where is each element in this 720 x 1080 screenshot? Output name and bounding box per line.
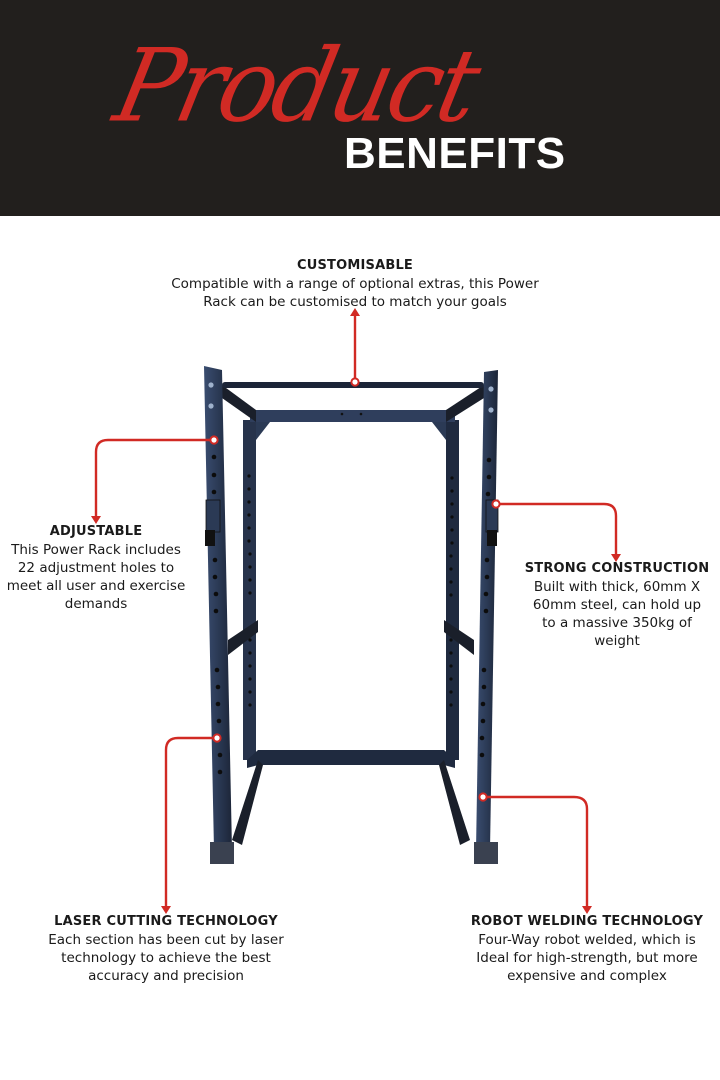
callout-customisable: CUSTOMISABLE Compatible with a range of … (150, 257, 560, 311)
callout-text: to a massive 350kg of (542, 615, 692, 631)
callout-text: 60mm steel, can hold up (532, 597, 702, 613)
callout-text: Each section has been cut by laser (48, 932, 284, 948)
callout-text: technology to achieve the best (61, 950, 271, 966)
callout-text: Built with thick, 60mm X (533, 579, 701, 595)
header-bold-title: BENEFITS (344, 129, 566, 178)
callout-title: LASER CUTTING TECHNOLOGY (54, 914, 278, 929)
callout-text: This Power Rack includes (11, 542, 181, 558)
callout-title: CUSTOMISABLE (296, 258, 414, 273)
callout-text: Rack can be customised to match your goa… (203, 294, 507, 310)
callout-title: ADJUSTABLE (49, 524, 143, 539)
callout-text: 22 adjustment holes to (17, 560, 175, 576)
callout-text: expensive and complex (507, 968, 667, 984)
callout-title: STRONG CONSTRUCTION (524, 561, 710, 576)
callout-adjustable: ADJUSTABLE This Power Rack includes 22 a… (0, 523, 192, 613)
callout-laser-cutting: LASER CUTTING TECHNOLOGY Each section ha… (36, 913, 296, 985)
callout-text: weight (594, 633, 640, 649)
callout-text: Compatible with a range of optional extr… (171, 276, 539, 292)
callout-title: ROBOT WELDING TECHNOLOGY (470, 914, 704, 929)
callout-text: meet all user and exercise (6, 578, 186, 594)
callout-text: Ideal for high-strength, but more (476, 950, 698, 966)
callout-text: Four-Way robot welded, which is (478, 932, 696, 948)
callout-text: accuracy and precision (88, 968, 244, 984)
callout-strong-construction: STRONG CONSTRUCTION Built with thick, 60… (522, 560, 712, 650)
header-banner: Product BENEFITS (0, 0, 720, 216)
callout-text: demands (64, 596, 128, 612)
callout-robot-welding: ROBOT WELDING TECHNOLOGY Four-Way robot … (458, 913, 716, 985)
